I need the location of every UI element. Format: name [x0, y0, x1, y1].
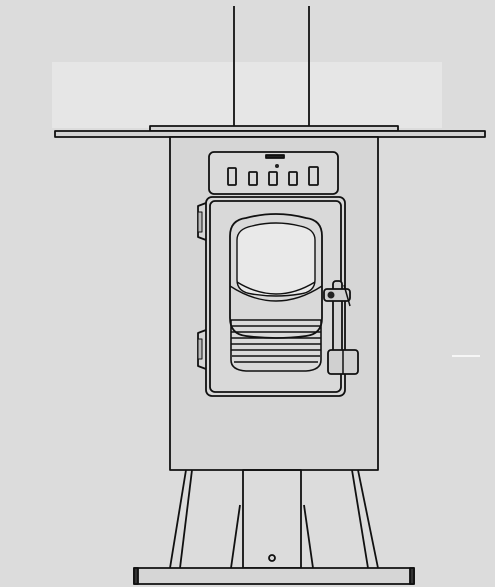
control-button [248, 171, 258, 186]
background-highlight [52, 62, 442, 128]
control-button [227, 167, 237, 186]
ash-grate [230, 319, 322, 372]
control-button [288, 171, 298, 186]
control-button [308, 166, 319, 186]
door-handle[interactable] [323, 280, 359, 375]
control-button [268, 171, 278, 186]
door-hinge [197, 202, 207, 241]
flue-pipe [233, 6, 310, 128]
pedestal [230, 469, 314, 569]
base-plate [133, 567, 415, 585]
door-window [229, 213, 323, 339]
door-hinge [197, 329, 207, 370]
control-panel [208, 151, 339, 195]
stove-legs [169, 469, 379, 569]
